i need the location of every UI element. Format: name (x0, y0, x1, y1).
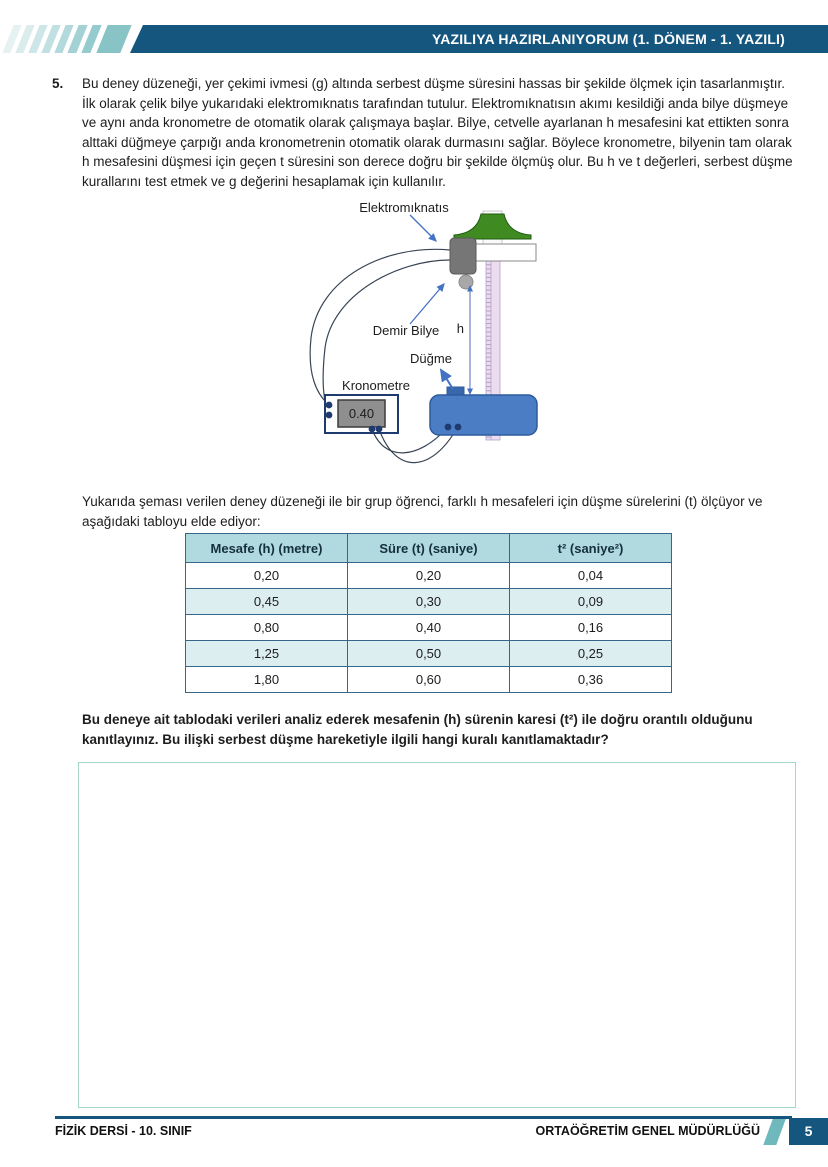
table-row: 1,25 0,50 0,25 (185, 640, 672, 667)
stopwatch-reading: 0.40 (349, 406, 374, 421)
column-header-time-squared: t² (saniye²) (509, 533, 672, 563)
button-label: Düğme (410, 351, 452, 366)
table-cell: 0,80 (185, 614, 348, 641)
base-terminal-icon (454, 423, 462, 431)
table-row: 0,20 0,20 0,04 (185, 562, 672, 589)
electromagnet-label: Elektromıknatıs (359, 200, 449, 215)
measurement-table: Mesafe (h) (metre) Süre (t) (saniye) t² … (185, 533, 672, 693)
column-header-time: Süre (t) (saniye) (347, 533, 510, 563)
table-header-row: Mesafe (h) (metre) Süre (t) (saniye) t² … (185, 533, 672, 563)
table-cell: 0,45 (185, 588, 348, 615)
clamp-bracket (475, 243, 537, 262)
stopwatch-terminal-icon (325, 411, 333, 419)
page-number-badge: 5 (789, 1118, 828, 1145)
table-cell: 0,30 (347, 588, 510, 615)
table-row: 1,80 0,60 0,36 (185, 666, 672, 693)
task-statement: Bu deneye ait tablodaki verileri analiz … (82, 712, 753, 747)
clamp-top-icon (453, 213, 532, 240)
table-cell: 0,50 (347, 640, 510, 667)
height-label: h (457, 321, 464, 336)
question-number: 5. (52, 76, 64, 91)
stopwatch-terminal-icon (325, 401, 333, 409)
table-cell: 0,09 (509, 588, 672, 615)
experiment-diagram: 0.40 Elektromıknatıs Demir Bilye Düğme K… (300, 198, 580, 490)
table-cell: 0,36 (509, 666, 672, 693)
table-cell: 0,04 (509, 562, 672, 589)
table-cell: 0,60 (347, 666, 510, 693)
table-row: 0,45 0,30 0,09 (185, 588, 672, 615)
footer-divider (55, 1116, 792, 1119)
electromagnet (449, 237, 477, 275)
footer-course-label: FİZİK DERSİ - 10. SINIF (55, 1124, 192, 1138)
header-title: YAZILIYA HAZIRLANIYORUM (1. DÖNEM - 1. Y… (130, 25, 828, 53)
header-decorative-stripes-icon (2, 25, 148, 53)
ball-label: Demir Bilye (373, 323, 439, 338)
electromagnet-pointer-arrow-icon (409, 214, 437, 242)
button-pointer-arrow-icon (439, 368, 454, 390)
question-block: 5. Bu deney düzeneği, yer çekimi ivmesi … (52, 74, 794, 191)
table-cell: 0,20 (347, 562, 510, 589)
experiment-diagram-svg: 0.40 Elektromıknatıs Demir Bilye Düğme K… (309, 200, 538, 464)
answer-area[interactable] (78, 762, 796, 1108)
table-cell: 1,80 (185, 666, 348, 693)
table-cell: 0,16 (509, 614, 672, 641)
stopwatch-terminal-icon (375, 425, 383, 433)
iron-ball (458, 274, 474, 290)
table-cell: 0,20 (185, 562, 348, 589)
base-terminal-icon (444, 423, 452, 431)
table-intro-text: Yukarıda şeması verilen deney düzeneği i… (82, 494, 763, 529)
table-cell: 0,25 (509, 640, 672, 667)
stopwatch-display (337, 399, 386, 428)
question-text: Bu deney düzeneği, yer çekimi ivmesi (g)… (82, 76, 793, 189)
page-header: YAZILIYA HAZIRLANIYORUM (1. DÖNEM - 1. Y… (0, 25, 828, 53)
table-cell: 0,40 (347, 614, 510, 641)
ball-pointer-arrow-icon (409, 283, 445, 325)
column-header-distance: Mesafe (h) (metre) (185, 533, 348, 563)
footer-institution-label: ORTAÖĞRETİM GENEL MÜDÜRLÜĞÜ (535, 1124, 760, 1138)
table-cell: 1,25 (185, 640, 348, 667)
stopwatch-label: Kronometre (342, 378, 410, 393)
stopwatch-terminal-icon (368, 425, 376, 433)
table-row: 0,80 0,40 0,16 (185, 614, 672, 641)
